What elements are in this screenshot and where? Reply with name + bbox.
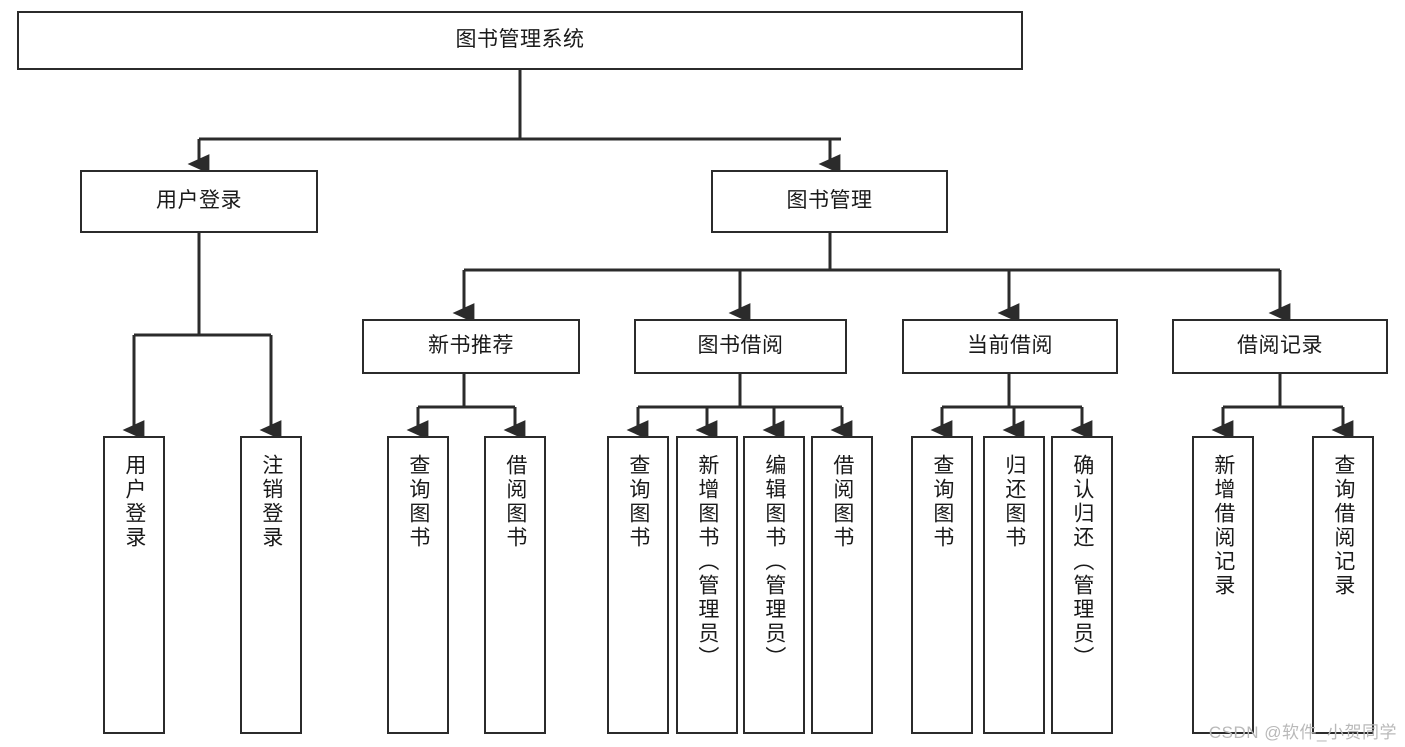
node-leaf-query-record-label: 查询借阅记录	[1331, 454, 1355, 598]
node-leaf-borrow-book[interactable]: 借阅图书	[811, 436, 873, 734]
node-leaf-user-logout-label: 注销登录	[259, 454, 283, 550]
node-leaf-query-book-rec-label: 查询图书	[406, 454, 430, 550]
node-leaf-query-book-borrow[interactable]: 查询图书	[607, 436, 669, 734]
node-leaf-query-book-current[interactable]: 查询图书	[911, 436, 973, 734]
node-user-login-label: 用户登录	[156, 189, 242, 213]
node-leaf-return-book[interactable]: 归还图书	[983, 436, 1045, 734]
node-leaf-confirm-return-label: 确认归还（管理员）	[1070, 454, 1094, 670]
node-current-borrow-label: 当前借阅	[967, 334, 1053, 358]
csdn-watermark: CSDN @软件_小贺同学	[1208, 723, 1397, 742]
node-leaf-add-record[interactable]: 新增借阅记录	[1192, 436, 1254, 734]
node-new-book-rec[interactable]: 新书推荐	[362, 319, 580, 374]
node-root-label: 图书管理系统	[455, 28, 585, 52]
node-borrow-record[interactable]: 借阅记录	[1172, 319, 1388, 374]
node-leaf-borrow-book-label: 借阅图书	[830, 454, 854, 550]
node-current-borrow[interactable]: 当前借阅	[902, 319, 1118, 374]
node-book-borrow-label: 图书借阅	[697, 334, 784, 358]
node-book-manage-label: 图书管理	[786, 189, 873, 213]
node-borrow-record-label: 借阅记录	[1237, 334, 1323, 358]
node-leaf-borrow-book-rec-label: 借阅图书	[503, 454, 527, 550]
node-leaf-return-book-label: 归还图书	[1002, 454, 1026, 550]
node-leaf-add-book-label: 新增图书（管理员）	[695, 454, 719, 670]
node-book-borrow[interactable]: 图书借阅	[634, 319, 847, 374]
node-leaf-query-book-current-label: 查询图书	[930, 454, 954, 550]
node-leaf-user-login[interactable]: 用户登录	[103, 436, 165, 734]
node-leaf-query-book-rec[interactable]: 查询图书	[387, 436, 449, 734]
node-book-manage[interactable]: 图书管理	[711, 170, 948, 233]
node-leaf-query-record[interactable]: 查询借阅记录	[1312, 436, 1374, 734]
node-leaf-user-logout[interactable]: 注销登录	[240, 436, 302, 734]
node-leaf-user-login-label: 用户登录	[122, 454, 146, 550]
node-leaf-add-record-label: 新增借阅记录	[1211, 454, 1235, 598]
node-leaf-query-book-borrow-label: 查询图书	[626, 454, 650, 550]
node-leaf-add-book[interactable]: 新增图书（管理员）	[676, 436, 738, 734]
node-root[interactable]: 图书管理系统	[17, 11, 1023, 70]
node-leaf-borrow-book-rec[interactable]: 借阅图书	[484, 436, 546, 734]
node-leaf-edit-book-label: 编辑图书（管理员）	[762, 454, 786, 670]
node-new-book-rec-label: 新书推荐	[428, 334, 514, 358]
node-leaf-confirm-return[interactable]: 确认归还（管理员）	[1051, 436, 1113, 734]
node-leaf-edit-book[interactable]: 编辑图书（管理员）	[743, 436, 805, 734]
node-user-login[interactable]: 用户登录	[80, 170, 318, 233]
